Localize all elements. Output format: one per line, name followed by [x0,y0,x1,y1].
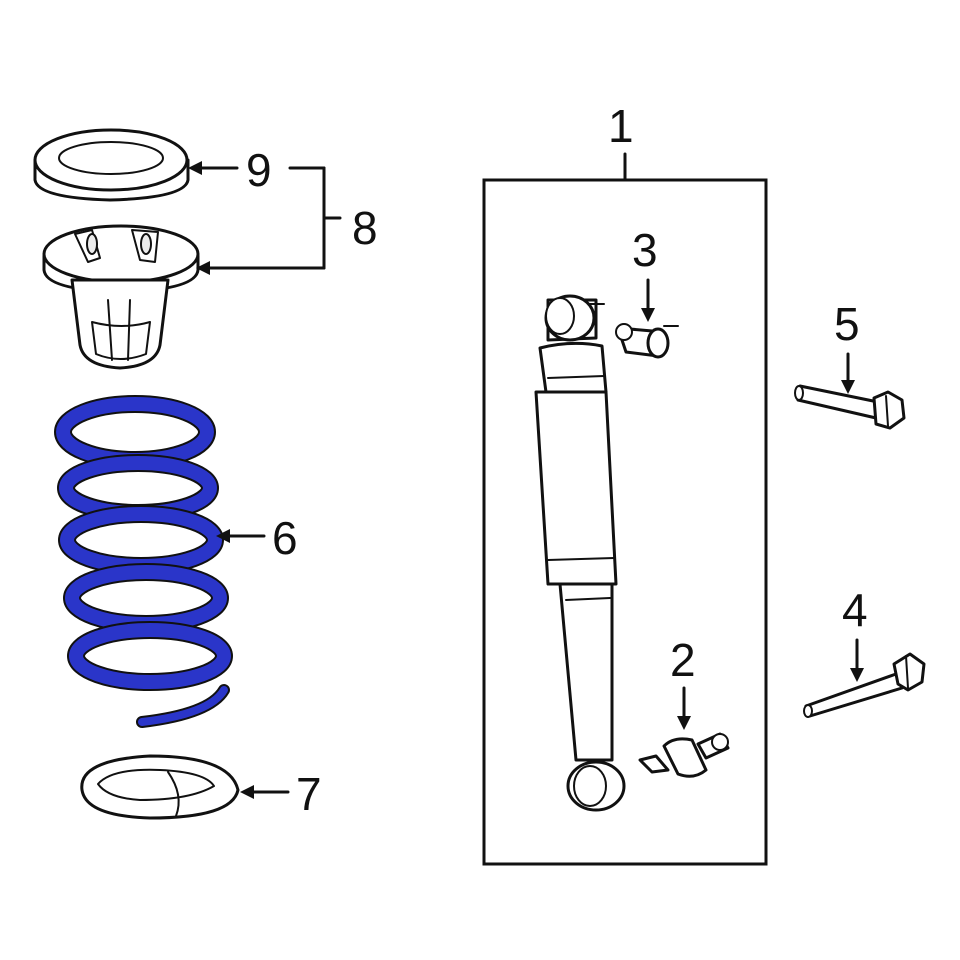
callout-2: 2 [670,634,696,686]
part-6-coil-spring [54,395,233,728]
callout-8: 8 [352,202,378,254]
callout-5: 5 [834,298,860,350]
callout-6: 6 [272,512,298,564]
callout-7: 7 [296,768,322,820]
part-5-upper-bolt [794,384,906,430]
leader-lines [188,161,864,799]
part-8-spring-mount [42,224,200,370]
part-4-lower-bolt [803,652,926,718]
assembly-box [482,178,768,866]
spring-coils [54,395,233,728]
part-1-shock-absorber [534,294,626,812]
callout-9: 9 [246,144,272,196]
part-2-lower-bushing [638,732,730,778]
callout-1: 1 [608,100,634,152]
part-9-upper-insulator [33,128,190,202]
part-7-lower-insulator [80,754,240,820]
callout-3: 3 [632,224,658,276]
spring-coil [69,623,231,689]
callout-4: 4 [842,584,868,636]
spring-tail [138,686,228,726]
part-3-upper-bushing [615,323,679,359]
